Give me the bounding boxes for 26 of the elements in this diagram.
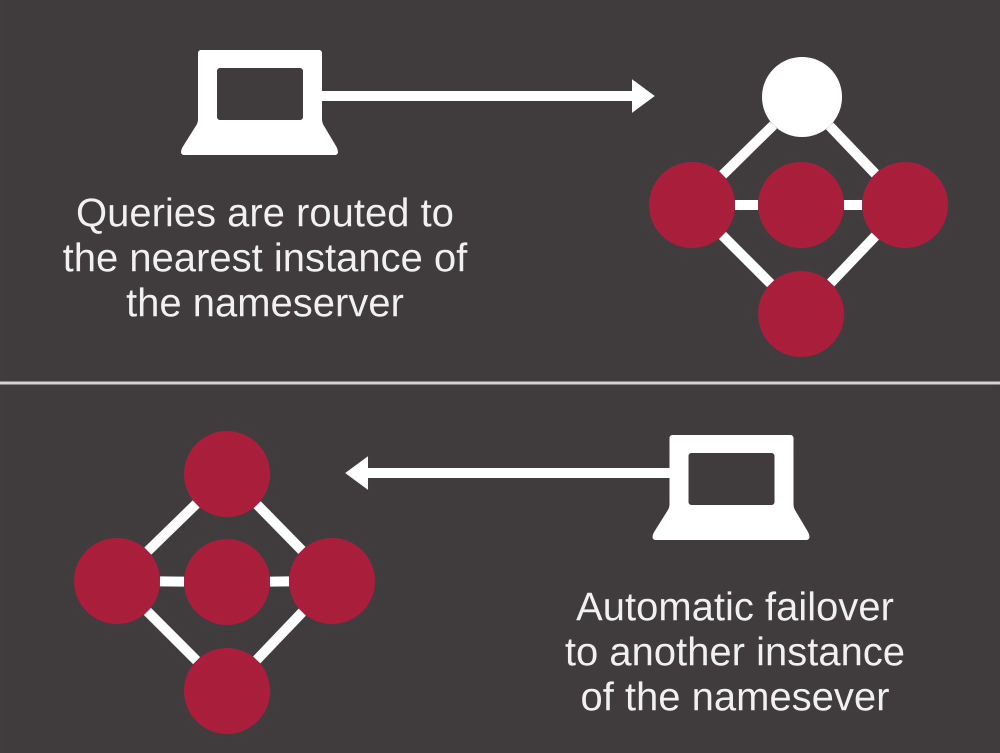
node-circle (184, 648, 270, 734)
node-circle (862, 162, 948, 248)
node-circle (762, 57, 842, 137)
connector-line (826, 122, 879, 178)
connector-line (270, 576, 290, 587)
node-circle (289, 538, 375, 624)
connector-line (144, 608, 200, 664)
connector-line (160, 576, 184, 587)
caption-text: Automatic failover to another instance of the namesever (566, 591, 904, 711)
connector-line (827, 232, 879, 286)
connector-line (254, 501, 306, 554)
connector-line (719, 121, 777, 178)
node-circle (758, 162, 844, 248)
laptop-icon (181, 50, 338, 155)
node-circle (758, 271, 844, 357)
connector-line (253, 608, 306, 664)
node-circle (649, 162, 735, 248)
laptop-icon (652, 435, 810, 540)
connector-line (144, 500, 200, 555)
connector-line (718, 232, 774, 288)
caption-text: Queries are routed to the nearest instance of the nameserver (63, 197, 468, 317)
node-circle (184, 431, 270, 517)
connector-line (844, 200, 862, 210)
node-circle (184, 539, 270, 625)
connector-line (735, 200, 758, 210)
node-circle (74, 538, 160, 624)
